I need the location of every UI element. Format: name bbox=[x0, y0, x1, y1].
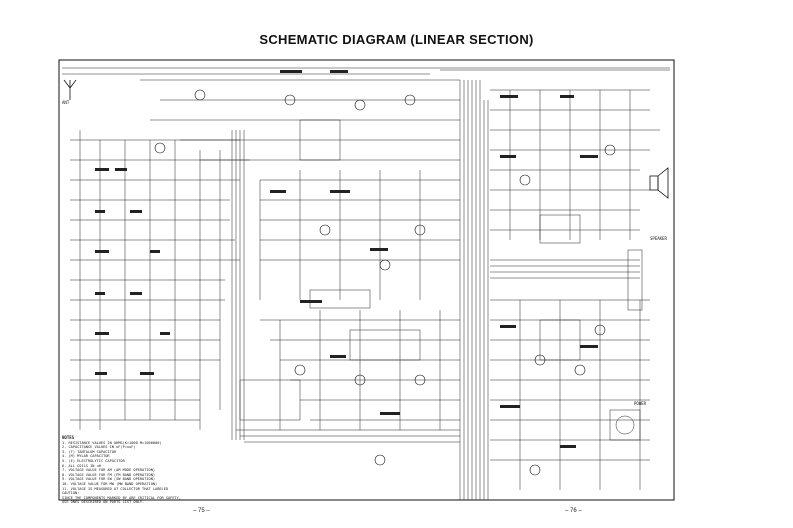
notes-line: USE ONES DESCRIBED ON PARTS LIST ONLY. bbox=[62, 500, 145, 505]
notes-block: NOTES 1. RESISTANCE VALUES IN OHMS(K=100… bbox=[62, 435, 222, 505]
notes-line: 11. VOLTAGE IS MEASURED AT COLLECTOR THA… bbox=[62, 486, 169, 491]
notes-line: 8. VOLTAGE VALUE FOR FM (FM BAND OPERATI… bbox=[62, 472, 156, 477]
central-bus-lines bbox=[231, 80, 640, 500]
power-label: POWER bbox=[634, 401, 647, 406]
notes-line: 10. VOLTAGE VALUE FOR MW (MW BAND OPERAT… bbox=[62, 481, 158, 486]
notes-line: 3. (T) TANTALUM CAPACITOR bbox=[62, 449, 117, 454]
if-section bbox=[239, 310, 460, 430]
power-section bbox=[490, 299, 650, 490]
transistor-symbols bbox=[154, 89, 616, 476]
page-number-left: – 75 – bbox=[193, 508, 210, 514]
notes-line: 9. VOLTAGE VALUE FOR SW (SW BAND OPERATI… bbox=[62, 477, 156, 482]
notes-line: 4. (M) MYLAR CAPACITOR bbox=[62, 454, 110, 459]
left-bus-lines bbox=[70, 130, 250, 430]
schematic-border bbox=[58, 59, 675, 501]
page-title: SCHEMATIC DIAGRAM (LINEAR SECTION) bbox=[259, 32, 534, 47]
notes-heading: NOTES bbox=[62, 435, 75, 440]
component-label-marks bbox=[95, 70, 598, 448]
rf-section bbox=[140, 79, 460, 309]
audio-section bbox=[490, 89, 660, 311]
notes-line: 2. CAPACITANCE VALUES IN uF(P=uuF) bbox=[62, 445, 136, 450]
antenna-symbol bbox=[63, 79, 77, 100]
speaker-label: SPEAKER bbox=[650, 236, 667, 241]
notes-line: 5. (E) ELECTROLYTIC CAPACITOR bbox=[62, 458, 125, 463]
notes-line: CAUTION: bbox=[62, 491, 80, 496]
notes-line: 6. ALL COILS IN uH bbox=[62, 463, 101, 468]
speaker-symbol bbox=[649, 167, 669, 199]
notes-line: 1. RESISTANCE VALUES IN OHMS(K=1000 M=10… bbox=[62, 440, 162, 445]
page-number-right: – 76 – bbox=[565, 508, 582, 514]
notes-line: 7. VOLTAGE VALUE FOR AM (AM MODE OPERATI… bbox=[62, 468, 156, 473]
antenna-label: ANT bbox=[62, 100, 70, 105]
notes-line: SINCE THE COMPONENTS MARKED BY ARE CRITI… bbox=[62, 495, 181, 500]
